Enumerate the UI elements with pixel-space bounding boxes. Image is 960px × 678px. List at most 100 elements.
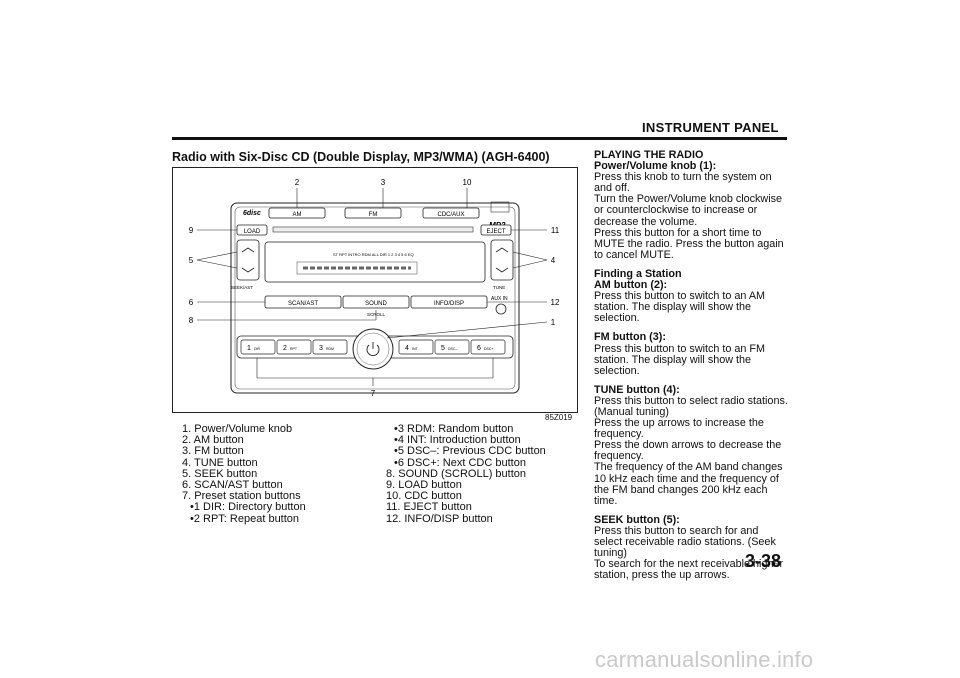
preset-number: 3	[319, 345, 323, 352]
callout-12: 12	[551, 298, 560, 307]
tune-label: TUNE	[493, 285, 505, 290]
cdc-aux-button-label: CDC/AUX	[437, 212, 464, 218]
preset-number: 6	[477, 345, 481, 352]
callout-11: 11	[551, 226, 560, 235]
right-column: PLAYING THE RADIO Power/Volume knob (1):…	[594, 149, 789, 589]
tune-button[interactable]	[490, 239, 514, 281]
legend-item: 3. FM button	[182, 445, 244, 458]
legend-item: •2 RPT: Repeat button	[190, 512, 300, 525]
callout-9: 9	[189, 226, 194, 235]
six-disc-logo: 6disc	[243, 210, 261, 217]
legend-item: •4 INT: Introduction button	[394, 434, 521, 447]
leader-lines	[196, 188, 548, 386]
header-title: INSTRUMENT PANEL	[642, 120, 779, 135]
power-text: Press this knob to turn the system on an…	[594, 171, 784, 261]
legend-item: 7. Preset station buttons	[182, 490, 301, 503]
preset-number: 1	[247, 345, 251, 352]
disc-slot	[272, 226, 474, 233]
am-text: Press this button to switch to an AM sta…	[594, 290, 766, 325]
preset-button-4[interactable]	[398, 339, 434, 355]
preset-button-5[interactable]	[434, 339, 470, 355]
legend-right: •3 RDM: Random button•4 INT: Introductio…	[386, 423, 546, 525]
section-title: Radio with Six-Disc CD (Double Display, …	[172, 150, 550, 164]
preset-number: 5	[441, 345, 445, 352]
callout-3: 3	[381, 178, 386, 187]
legend-item: 10. CDC button	[386, 490, 462, 503]
radio-diagram: 6disc MP3 AM FM CDC/AUX LOAD EJECT SEEK/…	[189, 178, 560, 398]
callout-5: 5	[189, 256, 194, 265]
preset-button-3[interactable]	[312, 339, 348, 355]
playing-heading: PLAYING THE RADIO	[594, 149, 704, 161]
preset-button-2[interactable]	[276, 339, 312, 355]
seek-heading: SEEK button (5):	[594, 513, 680, 526]
fm-button-label: FM	[369, 212, 378, 218]
figure-code: 85Z019	[545, 413, 573, 422]
preset-sub-label: RDM	[326, 347, 334, 351]
legend-item: 11. EJECT button	[386, 501, 472, 514]
radio-figure: 6disc MP3 AM FM CDC/AUX LOAD EJECT SEEK/…	[172, 167, 578, 413]
callout-7: 7	[371, 389, 376, 398]
legend-item: 2. AM button	[182, 434, 244, 447]
seek-text: Press this button to search for and sele…	[594, 524, 784, 582]
seek-down-arrow-icon	[241, 267, 255, 273]
callout-2: 2	[295, 178, 300, 187]
legend-item: •3 RDM: Random button	[394, 423, 514, 435]
fm-text: Press this button to switch to an FM sta…	[594, 342, 766, 377]
legend-item: •5 DSC–: Previous CDC button	[394, 445, 546, 458]
preset-sub-label: RPT	[290, 347, 298, 351]
knob-inner-ring	[356, 332, 390, 366]
legend-item: 5. SEEK button	[182, 467, 258, 480]
legend-item: 9. LOAD button	[386, 479, 462, 492]
preset-button-6[interactable]	[470, 339, 506, 355]
power-icon	[366, 344, 380, 356]
am-heading: AM button (2):	[594, 279, 668, 292]
seek-button[interactable]	[236, 239, 260, 281]
legend-item: •1 DIR: Directory button	[190, 501, 306, 514]
seek-up-arrow-icon	[241, 247, 255, 253]
preset-number: 2	[283, 345, 287, 352]
eject-button-label: EJECT	[486, 229, 505, 235]
preset-sub-label: INT	[412, 347, 419, 351]
fm-button[interactable]	[344, 207, 402, 219]
faceplate-inner	[234, 206, 516, 390]
load-button-label: LOAD	[244, 229, 261, 235]
header-rule	[172, 137, 787, 140]
watermark: carmanualsonline.info	[595, 647, 814, 672]
am-button-label: AM	[293, 212, 302, 218]
legend-item: 8. SOUND (SCROLL) button	[386, 467, 526, 480]
power-heading: Power/Volume knob (1):	[594, 160, 717, 173]
aux-in-jack[interactable]	[495, 303, 507, 315]
tune-down-arrow-icon	[495, 267, 509, 273]
cd-logo-icon	[490, 201, 510, 213]
fm-heading: FM button (3):	[594, 331, 666, 344]
tune-text: Press this button to select radio statio…	[594, 394, 788, 507]
display-segments	[296, 261, 418, 275]
callout-4: 4	[551, 256, 556, 265]
tune-heading: TUNE button (4):	[594, 383, 680, 396]
callout-1: 1	[551, 318, 556, 327]
preset-sub-label: DSC–	[448, 347, 457, 351]
legend-item: 6. SCAN/AST button	[182, 479, 283, 492]
scan-ast-button-label: SCAN/AST	[288, 301, 318, 307]
sound-button-label: SOUND	[365, 301, 387, 307]
legend-item: 12. INFO/DISP button	[386, 512, 493, 525]
legend-item: 1. Power/Volume knob	[182, 423, 293, 435]
finding-heading: Finding a Station	[594, 267, 682, 280]
cdc-aux-button[interactable]	[422, 207, 480, 219]
info-disp-button-label: INFO/DISP	[434, 301, 464, 307]
legend-item: •6 DSC+: Next CDC button	[394, 456, 526, 469]
preset-sub-label: DSC+	[484, 347, 493, 351]
sound-button[interactable]	[342, 295, 410, 309]
preset-button-1[interactable]	[240, 339, 276, 355]
aux-in-label: AUX IN	[491, 296, 508, 302]
tune-up-arrow-icon	[495, 247, 509, 253]
preset-sub-label: DIR	[254, 347, 261, 351]
page-number: 3-38	[745, 551, 782, 571]
callout-8: 8	[189, 316, 194, 325]
callout-6: 6	[189, 298, 194, 307]
seek-ast-label: SEEK/AST	[231, 285, 253, 290]
display-indicators: ST RPT INTRO RDM ALL DIR 1 2 3 4 5 6 EQ	[333, 252, 414, 257]
callout-10: 10	[463, 178, 472, 187]
